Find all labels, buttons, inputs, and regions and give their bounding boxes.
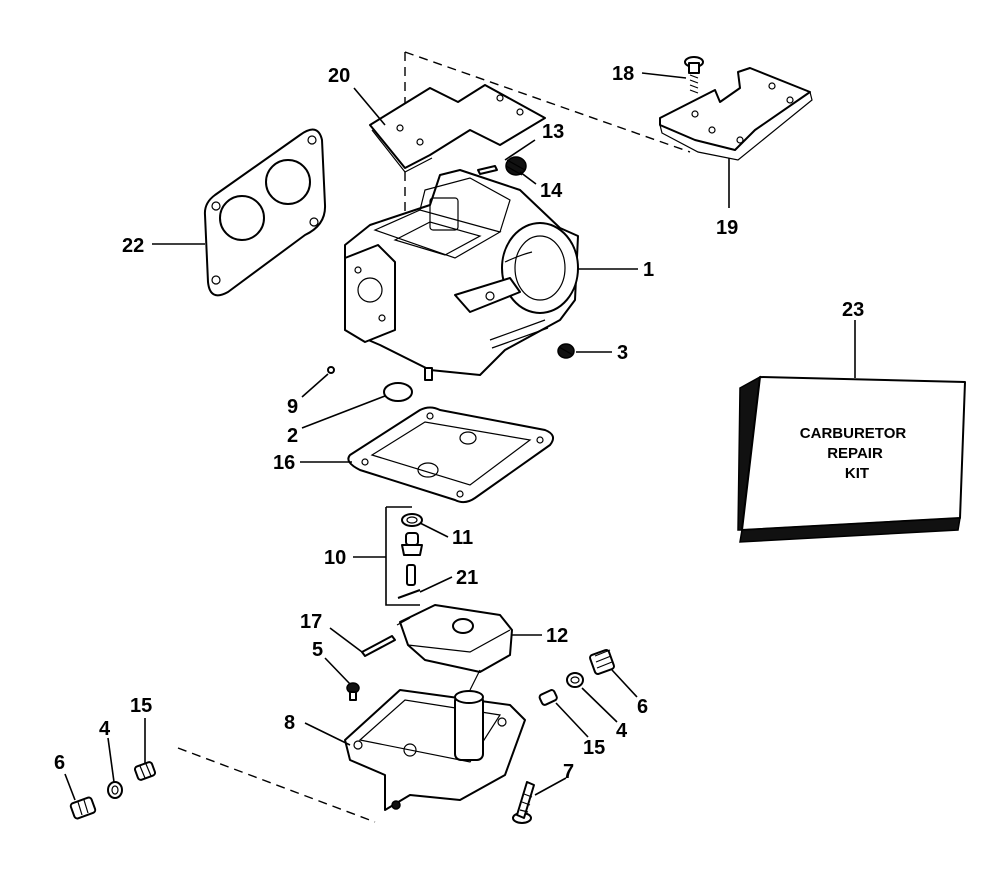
- callout-4-left: 4: [99, 718, 111, 740]
- part-6-plug-left: [69, 796, 97, 820]
- part-9-ball: [327, 366, 335, 374]
- part-16-gasket: [347, 406, 555, 504]
- callout-15-right: 15: [583, 737, 605, 759]
- part-2-disc: [383, 382, 413, 402]
- part-4-washer-left: [107, 781, 123, 799]
- part-20-cover-plate: [369, 84, 546, 173]
- callout-19: 19: [716, 217, 738, 239]
- kit-label-line1: CARBURETOR: [800, 425, 907, 442]
- callout-1: 1: [643, 259, 654, 281]
- callout-21: 21: [456, 567, 478, 589]
- part-3-spring: [557, 343, 575, 359]
- callout-4-right: 4: [616, 720, 628, 742]
- part-5-screw: [346, 682, 360, 701]
- leader-lines: [64, 72, 856, 801]
- callout-20: 20: [328, 65, 350, 87]
- part-7-screw: [512, 781, 535, 824]
- part-19-cover-plate: [659, 67, 813, 161]
- callout-10: 10: [324, 547, 346, 569]
- callout-15-left: 15: [130, 695, 152, 717]
- part-4-washer-right: [566, 672, 584, 688]
- part-13-pin: [477, 165, 498, 175]
- callout-11: 11: [452, 527, 473, 549]
- part-15-jet-right: [538, 689, 558, 706]
- callout-16: 16: [273, 452, 295, 474]
- part-1-carburetor-body: [344, 169, 579, 381]
- callout-6-left: 6: [54, 752, 65, 774]
- callout-6-right: 6: [637, 696, 648, 718]
- callout-23: 23: [842, 299, 864, 321]
- callout-12: 12: [546, 625, 568, 647]
- part-23-repair-kit-box: CARBURETOR REPAIR KIT: [737, 375, 966, 543]
- callout-17: 17: [300, 611, 322, 633]
- part-17-pin: [361, 635, 396, 657]
- part-6-plug-right: [589, 649, 615, 675]
- part-12-float: [396, 604, 513, 673]
- kit-label-line2: REPAIR: [827, 445, 883, 462]
- part-10-needle-valve-assembly: [385, 506, 420, 606]
- part-18-screw: [684, 56, 704, 94]
- part-14-spring: [505, 156, 527, 176]
- callout-2: 2: [287, 425, 298, 447]
- callout-3: 3: [617, 342, 628, 364]
- part-21-needle: [397, 564, 421, 599]
- needle-seat: [401, 532, 423, 556]
- callout-22: 22: [122, 235, 144, 257]
- part-11-washer: [401, 513, 423, 527]
- part-22-gasket: [203, 128, 327, 297]
- callout-5: 5: [312, 639, 323, 661]
- callout-18: 18: [612, 63, 634, 85]
- callout-8: 8: [284, 712, 295, 734]
- part-15-jet-left: [133, 761, 157, 781]
- kit-label-line3: KIT: [845, 465, 869, 482]
- part-8-float-bowl: [344, 669, 526, 811]
- callout-14: 14: [540, 180, 563, 202]
- callout-labels: 20 13 14 18 19 22 1 3 23 9 2 16 11 10 21…: [54, 63, 864, 783]
- callout-13: 13: [542, 121, 564, 143]
- callout-7: 7: [563, 761, 574, 783]
- callout-9: 9: [287, 396, 298, 418]
